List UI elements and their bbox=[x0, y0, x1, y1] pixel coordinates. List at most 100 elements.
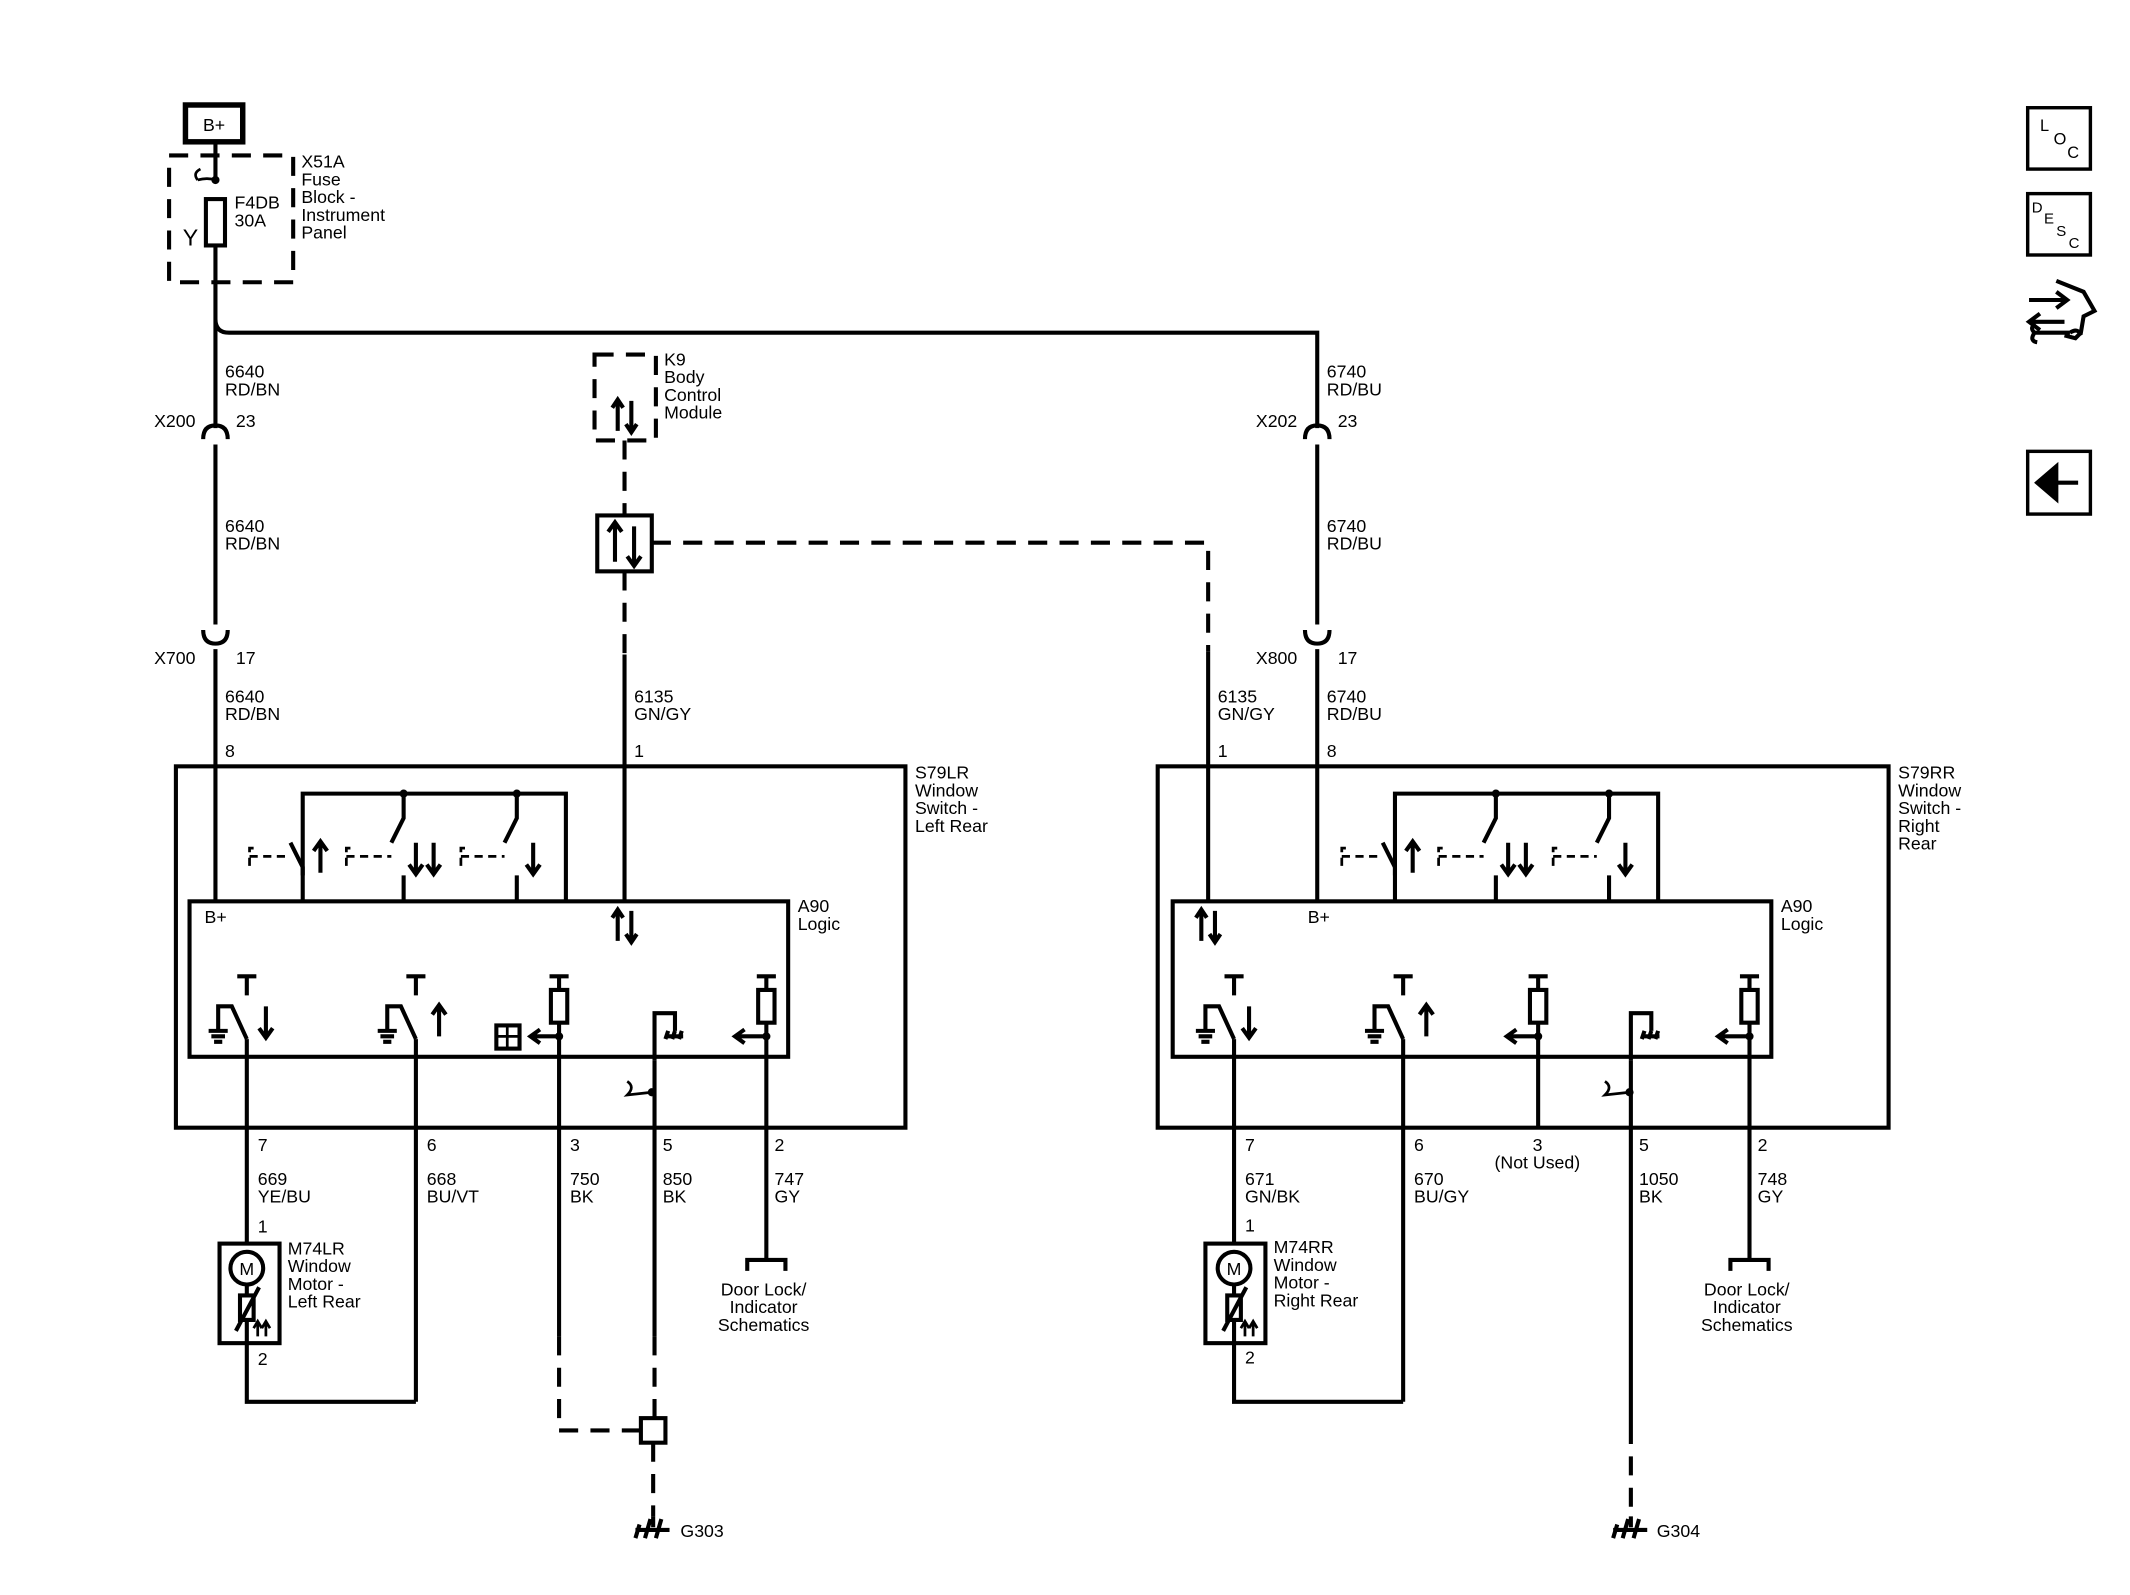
reference-label[interactable]: Indicator bbox=[730, 1297, 798, 1317]
wire-label: 6135 bbox=[634, 686, 674, 706]
connector-end-view-button[interactable] bbox=[2025, 279, 2098, 345]
pin-number: 1 bbox=[1245, 1215, 1255, 1235]
desc-letter: C bbox=[2069, 235, 2080, 252]
wire-label: 670 bbox=[1414, 1169, 1444, 1189]
ground-g304: G304 bbox=[1611, 1424, 1700, 1541]
logic-bplus-label: B+ bbox=[205, 907, 227, 927]
wire-label: RD/BN bbox=[225, 379, 280, 399]
connector-x200-icon bbox=[201, 423, 230, 440]
pin-number: 3 bbox=[570, 1135, 580, 1155]
wire-label: 750 bbox=[570, 1169, 600, 1189]
connector-x202-icon bbox=[1302, 423, 1332, 440]
window-motor-right-rear: 1 M M74RR Window Motor - Right Rear 2 bbox=[1203, 1215, 1404, 1404]
bplus-label: B+ bbox=[203, 115, 225, 135]
bcm-label: K9 bbox=[664, 349, 686, 369]
express-down-icon bbox=[407, 842, 443, 878]
down-arrow-icon bbox=[524, 842, 542, 878]
pin-number: 5 bbox=[663, 1135, 673, 1155]
fuse-pin: Y bbox=[183, 224, 198, 250]
loc-button[interactable]: L O C bbox=[2025, 106, 2093, 171]
back-button[interactable] bbox=[2025, 449, 2093, 516]
reference-label[interactable]: Door Lock/ bbox=[1704, 1279, 1790, 1299]
wire-label: GY bbox=[775, 1187, 801, 1207]
fuse-block-label: Instrument bbox=[301, 205, 385, 225]
ground-icon bbox=[633, 1516, 670, 1539]
down-arrow-icon bbox=[257, 1006, 275, 1042]
loc-letter: O bbox=[2054, 131, 2067, 149]
body-control-module: K9 Body Control Module bbox=[592, 349, 722, 443]
logic-bplus-label: B+ bbox=[1308, 907, 1330, 927]
wire-label: 6740 bbox=[1327, 362, 1367, 382]
serial-data-icon bbox=[610, 905, 639, 946]
wire-label: 6640 bbox=[225, 362, 265, 382]
pin-number: 7 bbox=[258, 1135, 268, 1155]
wire-label: 1050 bbox=[1639, 1169, 1679, 1189]
reference-label[interactable]: Door Lock/ bbox=[721, 1279, 807, 1299]
fuse-name: F4DB bbox=[235, 193, 280, 213]
wire-label: 6640 bbox=[225, 686, 265, 706]
up-arrow-icon bbox=[1404, 837, 1422, 873]
left-data-wire-label: 6135 GN/GY 1 bbox=[634, 686, 691, 761]
window-switch-right-rear: S79RR Window Switch - Right Rear B+ A90 … bbox=[1155, 763, 1961, 1425]
door-lock-reference-left: Door Lock/ Indicator Schematics bbox=[718, 1257, 810, 1335]
reference-label[interactable]: Schematics bbox=[1701, 1315, 1793, 1335]
pin-number: 7 bbox=[1245, 1135, 1255, 1155]
wire-label: RD/BN bbox=[225, 704, 280, 724]
location-icon: L O C bbox=[2040, 117, 2079, 162]
wire-label: 671 bbox=[1245, 1169, 1275, 1189]
left-output-labels: 7 6 3 5 2 669 YE/BU 668 BU/VT 750 BK 850… bbox=[258, 1135, 804, 1207]
switch-label: S79RR bbox=[1898, 763, 1955, 783]
window-motor-left-rear: 1 M M74LR Window Motor - Left Rear 2 bbox=[217, 1217, 416, 1404]
motor-letter: M bbox=[1227, 1259, 1242, 1279]
wire-label: 747 bbox=[775, 1169, 805, 1189]
ground-icon bbox=[1611, 1516, 1648, 1539]
motor-label: Right Rear bbox=[1274, 1290, 1359, 1310]
logic-label: Logic bbox=[798, 914, 840, 934]
battery-positive-terminal: B+ bbox=[182, 102, 246, 145]
fuse-icon bbox=[203, 197, 228, 248]
not-used-label: (Not Used) bbox=[1495, 1153, 1581, 1173]
right-feed-wire: 6740 RD/BU X202 23 6740 RD/BU X800 17 67… bbox=[1256, 362, 1382, 902]
pin-number: 2 bbox=[258, 1349, 268, 1369]
pin-number: 1 bbox=[1218, 741, 1228, 761]
connector-x800-icon bbox=[1302, 629, 1332, 646]
connector-end-view-icon bbox=[2025, 279, 2098, 345]
logic-label: A90 bbox=[1781, 896, 1813, 916]
wire-label: BK bbox=[570, 1187, 594, 1207]
express-down-icon bbox=[1499, 842, 1535, 878]
back-arrow-icon bbox=[2034, 461, 2079, 504]
wire-label: GN/GY bbox=[634, 704, 691, 724]
pin-number: 1 bbox=[634, 741, 644, 761]
loc-letter: L bbox=[2040, 117, 2049, 135]
switch-label: Right bbox=[1898, 816, 1939, 836]
logic-label: Logic bbox=[1781, 914, 1823, 934]
wire-label: 669 bbox=[258, 1169, 288, 1189]
pin-number: 8 bbox=[1327, 741, 1337, 761]
up-arrow-icon bbox=[311, 837, 329, 873]
wire-label: GN/GY bbox=[1218, 704, 1275, 724]
wire-label: RD/BN bbox=[225, 534, 280, 554]
wire-label: GY bbox=[1758, 1187, 1784, 1207]
connector-name: X800 bbox=[1256, 648, 1298, 668]
fuse-rating: 30A bbox=[235, 210, 267, 230]
reference-label[interactable]: Indicator bbox=[1713, 1297, 1781, 1317]
fuse-block-label: X51A bbox=[301, 152, 345, 172]
wire-label: 668 bbox=[427, 1169, 457, 1189]
desc-button[interactable]: D E S C bbox=[2025, 191, 2093, 257]
pin-number: 2 bbox=[1245, 1348, 1255, 1368]
motor-letter: M bbox=[239, 1259, 254, 1279]
motor-label: M74RR bbox=[1274, 1237, 1334, 1257]
switch-label: Window bbox=[915, 780, 978, 800]
switch-label: Switch - bbox=[1898, 798, 1961, 818]
window-switch-left-rear: S79LR Window Switch - Left Rear B+ A90 L… bbox=[173, 763, 988, 1402]
pin-number: 6 bbox=[427, 1135, 437, 1155]
switch-label: Left Rear bbox=[915, 816, 988, 836]
fuse-block: Y F4DB 30A X51A Fuse Block - Instrument … bbox=[167, 152, 385, 285]
reference-label[interactable]: Schematics bbox=[718, 1315, 810, 1335]
wire-label: BU/GY bbox=[1414, 1187, 1469, 1207]
switch-label: Window bbox=[1898, 780, 1961, 800]
wire-label: RD/BU bbox=[1327, 379, 1382, 399]
pin-number: 6 bbox=[1414, 1135, 1424, 1155]
wire-label: 6740 bbox=[1327, 686, 1367, 706]
